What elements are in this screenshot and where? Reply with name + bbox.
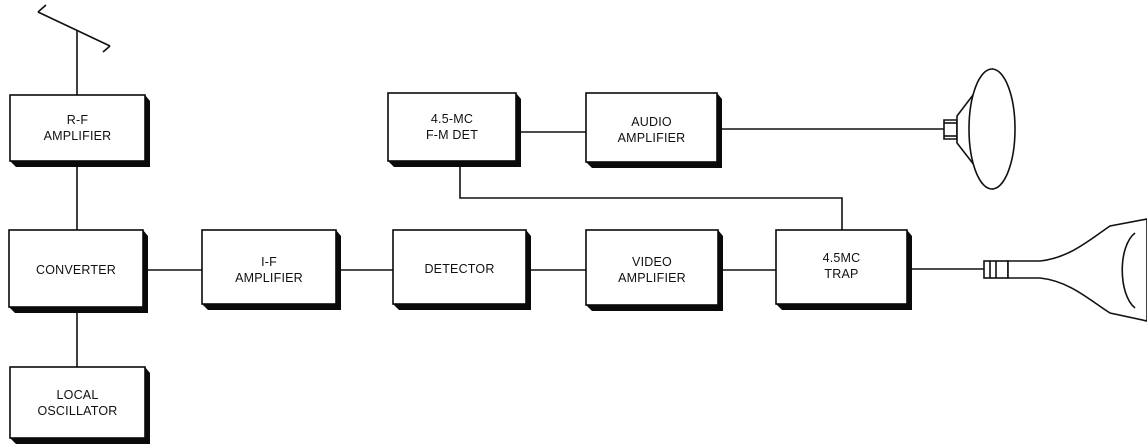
block-video-amplifier-label-2: AMPLIFIER (618, 271, 686, 285)
trap-to-fm-detector-line (459, 167, 843, 230)
block-audio-amplifier-label-1: AUDIO (631, 115, 672, 129)
block-if-amplifier-label-2: AMPLIFIER (235, 271, 303, 285)
block-local-oscillator: LOCAL OSCILLATOR (9, 366, 150, 444)
block-video-amplifier-label-1: VIDEO (632, 255, 672, 269)
block-local-oscillator-label-2: OSCILLATOR (37, 404, 117, 418)
block-trap-label-1: 4.5MC (823, 251, 861, 265)
block-detector: DETECTOR (392, 229, 531, 310)
block-4-5mc-trap: 4.5MC TRAP (775, 229, 912, 310)
antenna-icon (37, 4, 111, 53)
block-detector-label: DETECTOR (424, 262, 494, 276)
block-rf-amplifier: R-F AMPLIFIER (9, 94, 150, 167)
block-rf-amplifier-label-1: R-F (67, 113, 89, 127)
block-if-amplifier-label-1: I-F (261, 255, 277, 269)
block-fm-detector-label-2: F-M DET (426, 128, 478, 142)
block-fm-detector-label-1: 4.5-MC (431, 112, 473, 126)
block-audio-amplifier: AUDIO AMPLIFIER (585, 92, 722, 168)
loudspeaker-icon (943, 67, 1016, 191)
block-converter-label: CONVERTER (36, 263, 116, 277)
block-converter: CONVERTER (8, 229, 148, 313)
block-if-amplifier: I-F AMPLIFIER (201, 229, 341, 310)
block-audio-amplifier-label-2: AMPLIFIER (618, 131, 686, 145)
connection-lines (76, 52, 985, 367)
block-trap-label-2: TRAP (824, 267, 858, 281)
block-local-oscillator-label-1: LOCAL (57, 388, 99, 402)
picture-tube-icon (983, 218, 1147, 322)
block-rf-amplifier-label-2: AMPLIFIER (44, 129, 112, 143)
block-fm-detector: 4.5-MC F-M DET (387, 92, 521, 167)
block-video-amplifier: VIDEO AMPLIFIER (585, 229, 723, 311)
